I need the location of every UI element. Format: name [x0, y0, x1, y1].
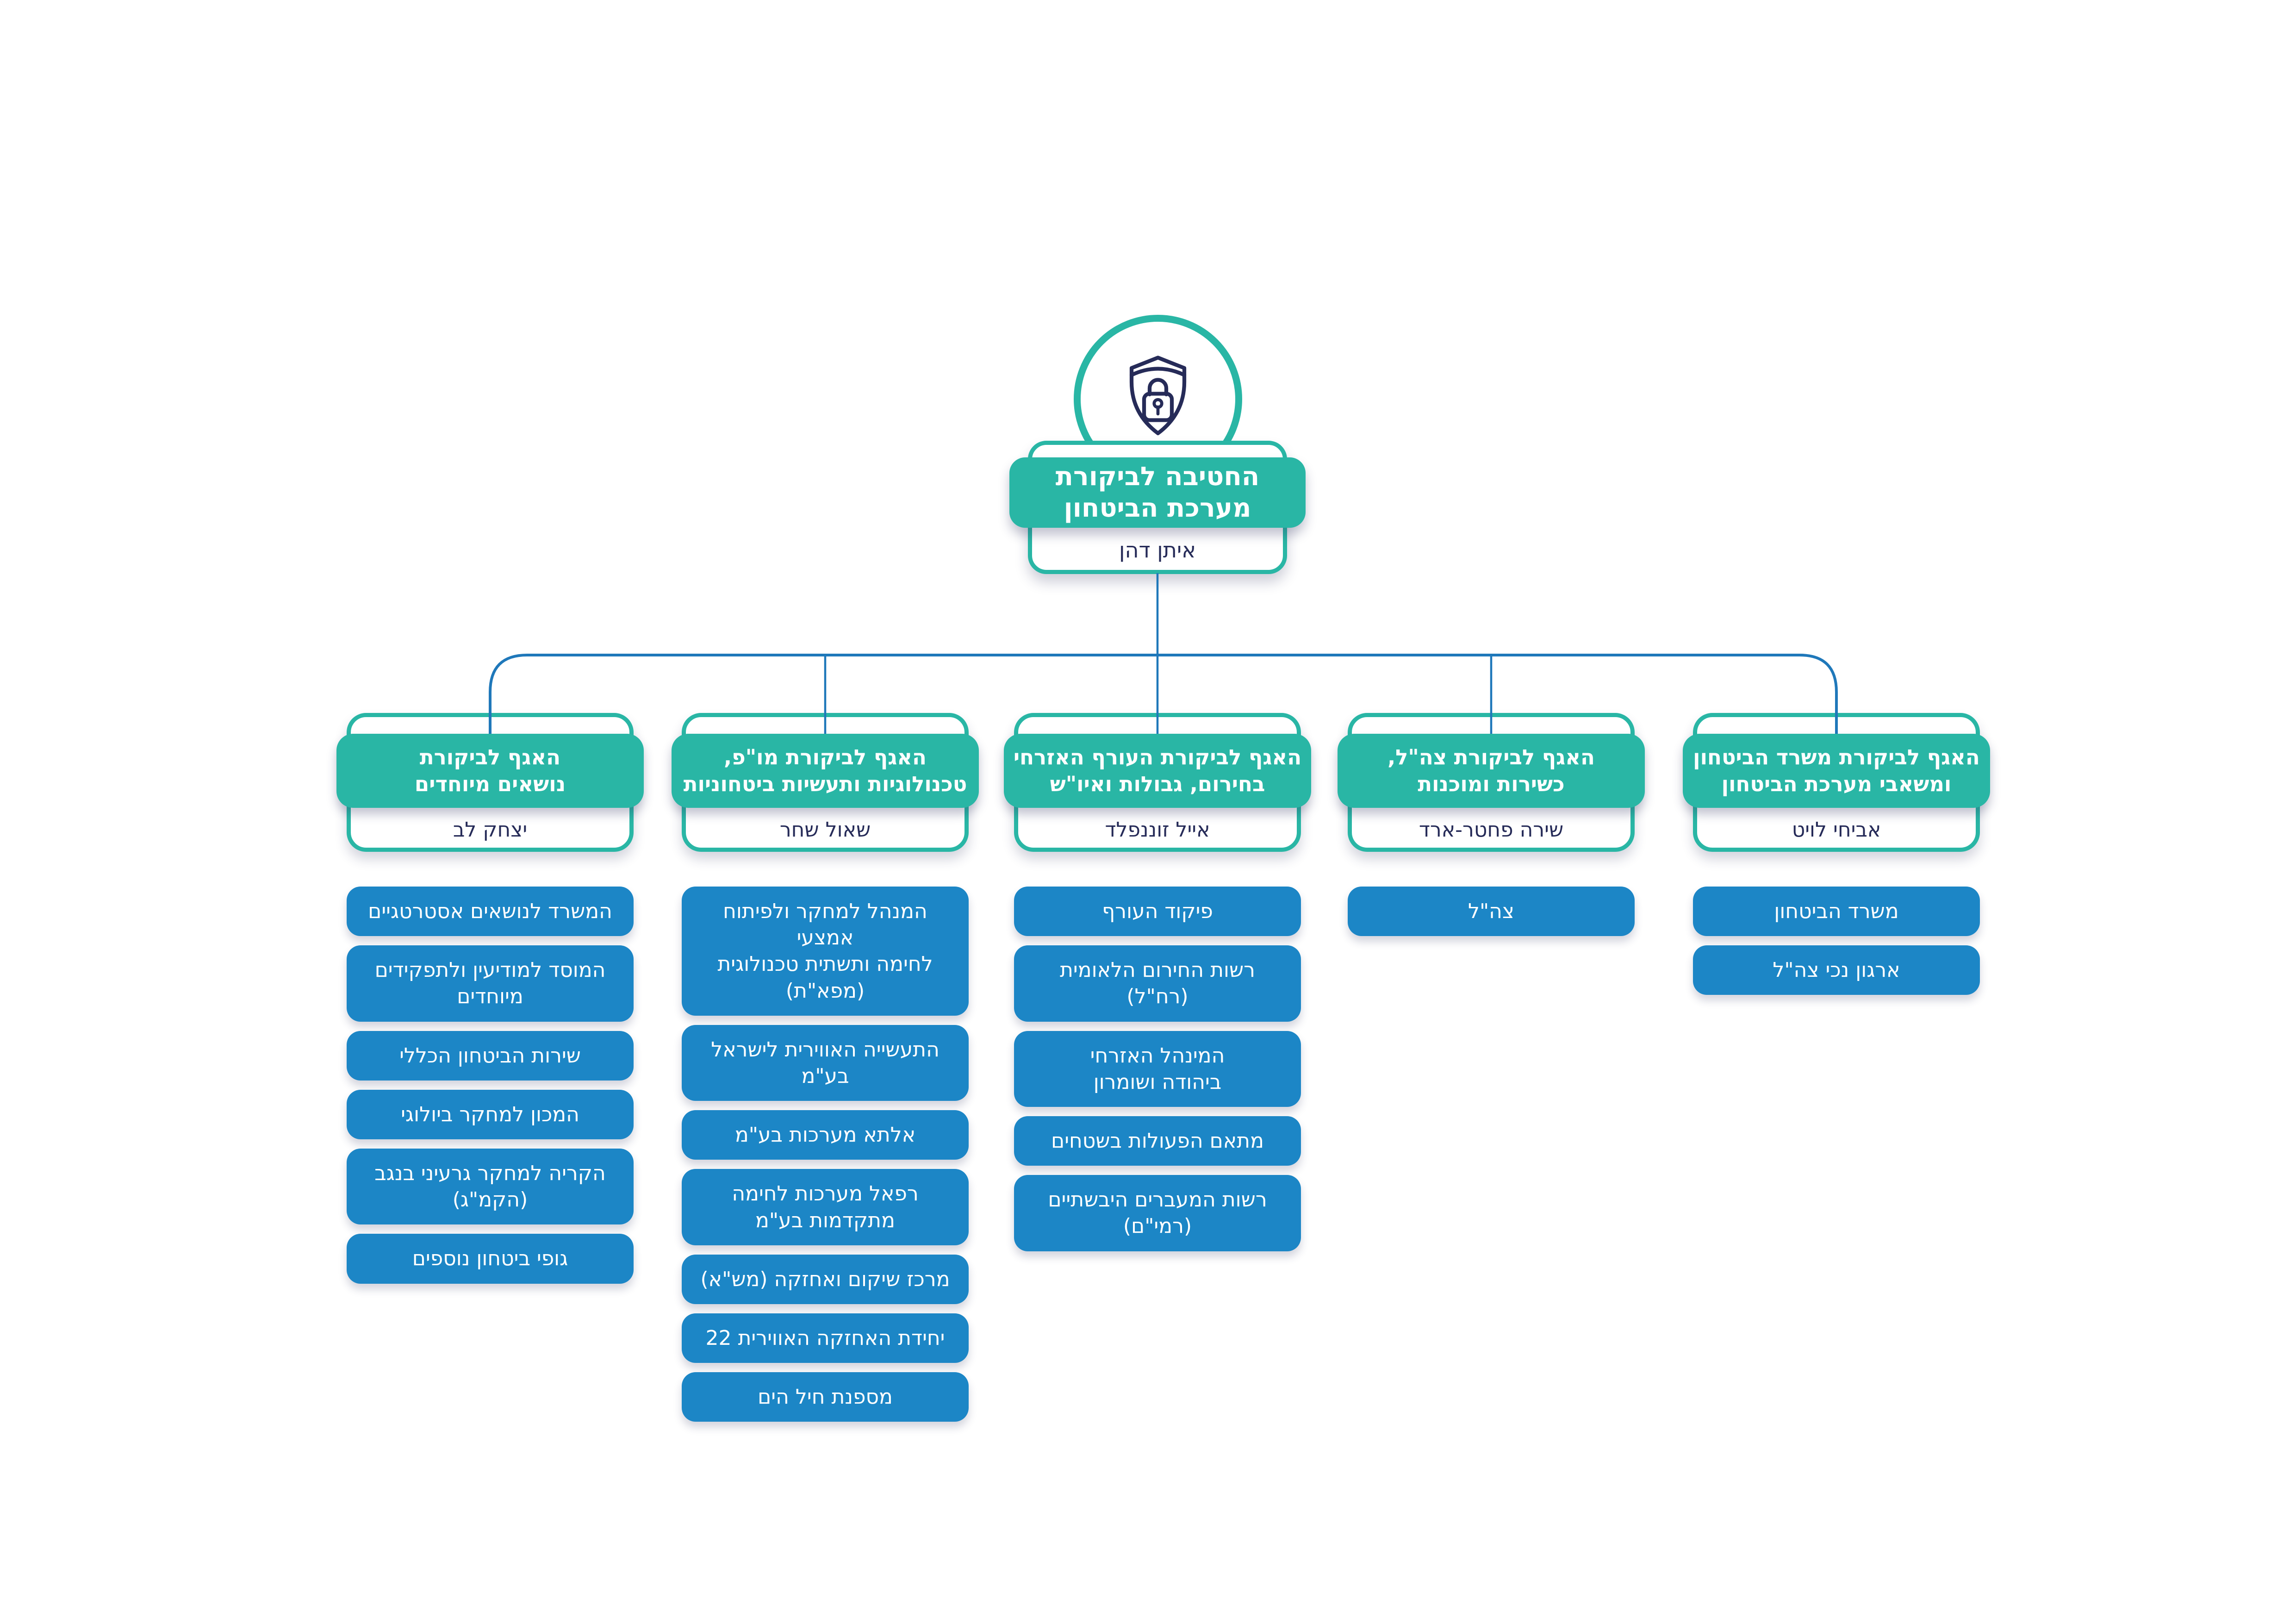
department-title-banner: האגף לביקורת העורף האזרחי בחירום, גבולות…	[1004, 734, 1311, 808]
unit-list: המשרד לנושאים אסטרטגיים המוסד למודיעין ול…	[347, 887, 634, 1284]
unit-item: צה"ל	[1348, 887, 1635, 937]
unit-item: משרד הביטחון	[1693, 887, 1980, 937]
unit-item: מתאם הפעולות בשטחים	[1014, 1116, 1301, 1166]
unit-item: הקריה למחקר גרעיני בנגב (הקמ"ג)	[347, 1148, 634, 1225]
unit-item: גופי ביטחון נוספים	[347, 1234, 634, 1284]
unit-item: ארגון נכי צה"ל	[1693, 945, 1980, 995]
department-title-banner: האגף לביקורת מו"פ, טכנולוגיות ותעשיות בי…	[672, 734, 979, 808]
department-head-name: שאול שחר	[779, 818, 871, 842]
unit-item: המשרד לנושאים אסטרטגיים	[347, 887, 634, 937]
unit-item: יחידת האחזקה האווירית 22	[682, 1313, 969, 1363]
department-title: האגף לביקורת צה"ל, כשירות ומוכנות	[1388, 744, 1595, 797]
root-title-banner: החטיבה לביקורת מערכת הביטחון	[1009, 457, 1306, 528]
department-title: האגף לביקורת העורף האזרחי בחירום, גבולות…	[1013, 744, 1302, 797]
department-title: האגף לביקורת מו"פ, טכנולוגיות ותעשיות בי…	[683, 744, 967, 797]
unit-item: המינהל האזרחי ביהודה ושומרון	[1014, 1031, 1301, 1107]
unit-item: רפאל מערכות לחימה מתקדמות בע"מ	[682, 1169, 969, 1245]
unit-item: פיקוד העורף	[1014, 887, 1301, 937]
department-title-banner: האגף לביקורת נושאים מיוחדים	[336, 734, 644, 808]
department-title: האגף לביקורת נושאים מיוחדים	[414, 744, 566, 797]
unit-item: אלתא מערכות בע"מ	[682, 1110, 969, 1160]
unit-list: פיקוד העורף רשות החירום הלאומית (רח"ל) המי…	[1014, 887, 1301, 1251]
department-head-name: יצחק לב	[453, 818, 528, 842]
root-title: החטיבה לביקורת מערכת הביטחון	[1055, 461, 1260, 523]
root-head-name: איתן דהן	[1119, 537, 1196, 562]
unit-list: משרד הביטחון ארגון נכי צה"ל	[1693, 887, 1980, 995]
unit-item: המכון למחקר ביולוגי	[347, 1089, 634, 1139]
department-head-name: אביחי לויט	[1792, 818, 1881, 842]
department-title-banner: האגף לביקורת משרד הביטחון ומשאבי מערכת ה…	[1683, 734, 1990, 808]
department-head-name: אייל זוננפלד	[1105, 818, 1210, 842]
unit-item: רשות החירום הלאומית (רח"ל)	[1014, 945, 1301, 1022]
department-title-banner: האגף לביקורת צה"ל, כשירות ומוכנות	[1338, 734, 1645, 808]
unit-list: המנהל למחקר ולפיתוח אמצעי לחימה ותשתית ט…	[682, 887, 969, 1422]
unit-item: מרכז שיקום ואחזקה (מש"א)	[682, 1254, 969, 1304]
unit-item: המוסד למודיעין ולתפקידים מיוחדים	[347, 945, 634, 1022]
unit-item: מספנת חיל הים	[682, 1372, 969, 1422]
unit-item: התעשייה האווירית לישראל בע"מ	[682, 1024, 969, 1101]
unit-item: המנהל למחקר ולפיתוח אמצעי לחימה ותשתית ט…	[682, 887, 969, 1016]
unit-list: צה"ל	[1348, 887, 1635, 937]
unit-item: רשות המעברים היבשתיים (רמי"ם)	[1014, 1175, 1301, 1251]
department-title: האגף לביקורת משרד הביטחון ומשאבי מערכת ה…	[1693, 744, 1980, 797]
department-head-name: שירה פחטר-ארד	[1419, 818, 1564, 842]
shield-lock-icon	[1129, 356, 1187, 436]
unit-item: שירות הביטחון הכללי	[347, 1031, 634, 1081]
